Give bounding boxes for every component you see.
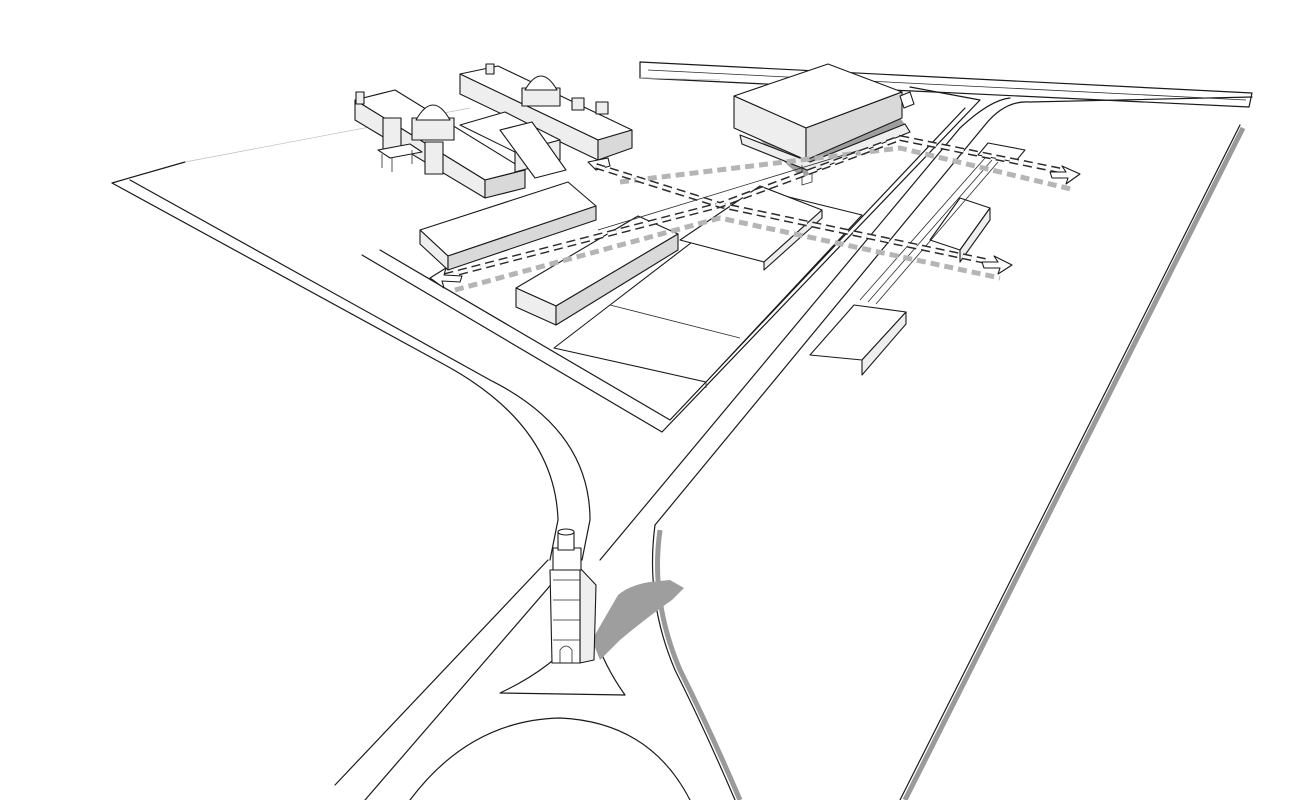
porch-posts: [381, 150, 413, 172]
roundabout: [409, 619, 691, 800]
arrow-left-icon: [429, 267, 463, 289]
plot-inner-boundary: [379, 107, 966, 421]
front-dome-base: [411, 117, 455, 141]
circulation-paths: [444, 134, 1076, 293]
domed-buildings: [354, 63, 633, 199]
arrow-right-upper-icon: [1049, 165, 1081, 185]
porch-roof: [377, 143, 423, 159]
corner-tower-b: [424, 141, 444, 175]
direction-arrows: [429, 165, 1081, 289]
tower-shadow: [592, 580, 684, 660]
lower-left-road-edge-a: [334, 559, 549, 786]
tower-details: [553, 579, 580, 663]
kerb-edge: [651, 524, 736, 800]
front-dome: [415, 104, 451, 121]
side-annex-roof: [499, 121, 567, 179]
rail-lines: [859, 157, 999, 305]
square-block-side: [763, 209, 823, 271]
back-dome-base: [521, 87, 561, 107]
low-blocks: [419, 149, 863, 388]
top-road-strip: [639, 61, 1253, 108]
platform-lower-side: [861, 311, 907, 376]
back-turret-c: [485, 63, 495, 75]
road-network: [111, 61, 1253, 800]
path-shadow-lower: [454, 215, 1001, 293]
right-boundary-shadow: [902, 126, 1246, 800]
lower-left-road-edge-b: [364, 579, 556, 800]
back-turret-a: [571, 97, 585, 111]
main-block: [733, 63, 915, 186]
plot-boundary: [361, 86, 981, 433]
top-road-strip-inner: [647, 69, 1247, 101]
center-road-edge-b: [599, 97, 1011, 561]
front-wing-end: [484, 169, 526, 199]
path-upper-inner: [595, 136, 1069, 207]
back-wing-end: [597, 129, 633, 161]
platform-mid-side: [959, 207, 991, 263]
diagonal-guide: [597, 149, 861, 231]
tower-top-section: [552, 547, 582, 571]
main-block-marker: [899, 91, 915, 109]
roundabout-lower-arc: [409, 717, 691, 800]
right-boundary: [899, 124, 1241, 800]
left-road-inner-edge: [129, 179, 591, 561]
front-block-side: [555, 233, 679, 326]
tower-cap-top: [557, 528, 575, 536]
arrow-right-lower-icon: [981, 255, 1013, 275]
tower-side: [579, 567, 597, 664]
main-block-podium: [739, 123, 911, 173]
clock-tower: [549, 528, 684, 664]
tower-body: [549, 567, 581, 664]
corner-turret: [355, 91, 365, 105]
main-block-end: [805, 91, 903, 161]
path-shadow-upper: [619, 145, 1076, 193]
kerb-shadow: [655, 529, 743, 800]
back-dome: [524, 75, 558, 91]
back-turret-b: [595, 101, 609, 115]
site-plot: [184, 77, 981, 433]
left-road-outer-edge: [111, 161, 559, 561]
center-road-edge-a: [654, 96, 1253, 526]
platforms: [809, 142, 1026, 376]
long-slab-side: [447, 205, 597, 271]
plaza-slab-edge: [609, 304, 741, 388]
